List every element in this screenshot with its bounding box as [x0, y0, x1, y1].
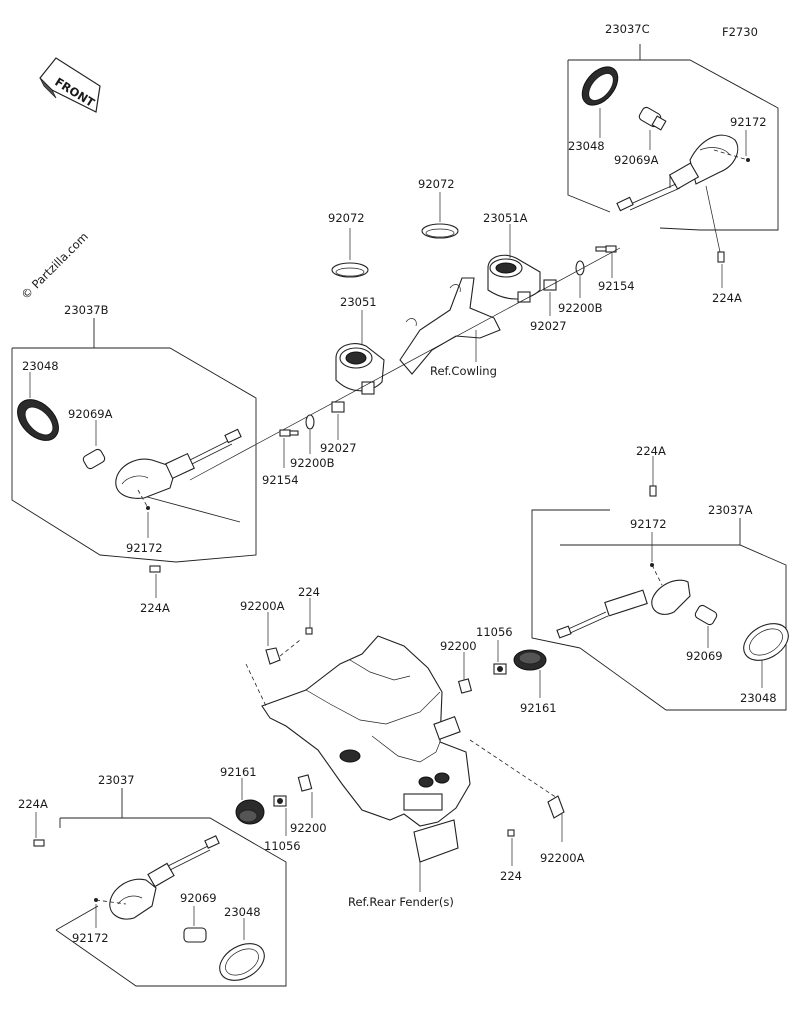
- lens-icon: [743, 623, 789, 661]
- label-92154-left: 92154: [262, 473, 299, 487]
- label-92172-bottom-left: 92172: [72, 931, 109, 945]
- nut-icon: [273, 795, 287, 807]
- label-92200-right: 92200: [440, 639, 477, 653]
- screw-icon: [94, 898, 98, 902]
- label-92200A-top: 92200A: [240, 599, 285, 613]
- bolt-icon: [649, 485, 657, 497]
- front-arrow-icon: FRONT: [39, 57, 101, 113]
- label-ref-cowling: Ref.Cowling: [430, 364, 497, 378]
- label-92072-a: 92072: [328, 211, 365, 225]
- plate-icon: [297, 774, 313, 792]
- washer-icon: [305, 414, 315, 430]
- nut-icon: [493, 663, 507, 675]
- assembly-23037B-frame: [11, 318, 257, 563]
- bulb-icon: [183, 927, 207, 943]
- bolt-icon: [279, 429, 299, 437]
- assembly-23037C-frame: [567, 44, 779, 231]
- screw-icon: [746, 158, 750, 162]
- label-92069A-top: 92069A: [614, 153, 659, 167]
- bolt-icon: [305, 627, 313, 635]
- cowling-bracket-icon: [399, 277, 501, 375]
- rear-fender-icon: [261, 635, 471, 863]
- label-224A-mid-right: 224A: [636, 444, 666, 458]
- label-92172-mid-right: 92172: [630, 517, 667, 531]
- clip-icon: [547, 795, 565, 819]
- label-92200-left: 92200: [290, 821, 327, 835]
- turn-signal-housing-icon: [109, 835, 220, 920]
- bulb-icon: [82, 448, 106, 470]
- watermark-text: © Partzilla.com: [18, 229, 91, 302]
- figure-code: F2730: [722, 25, 758, 39]
- label-224A-top: 224A: [712, 291, 742, 305]
- bolt-icon: [149, 565, 161, 573]
- label-92154-right: 92154: [598, 279, 635, 293]
- screw-icon: [146, 506, 150, 510]
- washer-icon: [575, 260, 585, 276]
- label-224-bottom: 224: [500, 869, 522, 883]
- band-clip-icon: [331, 262, 369, 278]
- label-92200A-bottom: 92200A: [540, 851, 585, 865]
- label-224A-bottom-left: 224A: [18, 797, 48, 811]
- label-23048-bottom-left: 23048: [224, 905, 261, 919]
- label-23037C: 23037C: [605, 22, 650, 36]
- label-23051: 23051: [340, 295, 377, 309]
- label-23037B: 23037B: [64, 303, 109, 317]
- label-224A-left: 224A: [140, 601, 170, 615]
- spacer-icon: [331, 401, 345, 413]
- label-23037: 23037: [98, 773, 135, 787]
- label-92027-right: 92027: [530, 319, 567, 333]
- clip-icon: [265, 647, 281, 665]
- label-92161-left: 92161: [220, 765, 257, 779]
- assembly-23037-frame: [55, 788, 287, 987]
- bolt-icon: [717, 251, 725, 263]
- turn-signal-housing-icon: [556, 579, 691, 639]
- bulb-icon: [638, 106, 667, 131]
- label-11056-left: 11056: [264, 839, 301, 853]
- lens-icon: [219, 943, 265, 981]
- label-92200B-left: 92200B: [290, 456, 335, 470]
- label-23048-top: 23048: [568, 139, 605, 153]
- bolt-icon: [595, 245, 617, 253]
- plate-icon: [457, 678, 473, 694]
- turn-signal-housing-icon: [115, 428, 242, 499]
- label-92069-mid-right: 92069: [686, 649, 723, 663]
- band-clip-icon: [421, 223, 459, 239]
- signal-holder-icon: [487, 254, 541, 303]
- turn-signal-housing-icon: [616, 134, 739, 212]
- label-92069A-left: 92069A: [68, 407, 113, 421]
- grommet-icon: [513, 649, 547, 671]
- label-23051A: 23051A: [483, 211, 528, 225]
- label-92200B-right: 92200B: [558, 301, 603, 315]
- label-23048-mid-right: 23048: [740, 691, 777, 705]
- lens-icon: [17, 399, 59, 441]
- label-92072-b: 92072: [418, 177, 455, 191]
- label-11056-right: 11056: [476, 625, 513, 639]
- label-92069-bottom-left: 92069: [180, 891, 217, 905]
- label-92027-left: 92027: [320, 441, 357, 455]
- bolt-icon: [507, 829, 515, 837]
- label-92172-left: 92172: [126, 541, 163, 555]
- grommet-icon: [235, 799, 265, 825]
- bolt-icon: [33, 839, 45, 847]
- lens-icon: [581, 66, 619, 106]
- label-92172-top: 92172: [730, 115, 767, 129]
- label-224-top: 224: [298, 585, 320, 599]
- label-92161-right: 92161: [520, 701, 557, 715]
- label-23048-left: 23048: [22, 359, 59, 373]
- label-ref-rear-fender: Ref.Rear Fender(s): [348, 895, 454, 909]
- label-23037A: 23037A: [708, 503, 753, 517]
- spacer-icon: [543, 279, 557, 291]
- bulb-icon: [694, 604, 718, 626]
- signal-holder-icon: [335, 343, 385, 395]
